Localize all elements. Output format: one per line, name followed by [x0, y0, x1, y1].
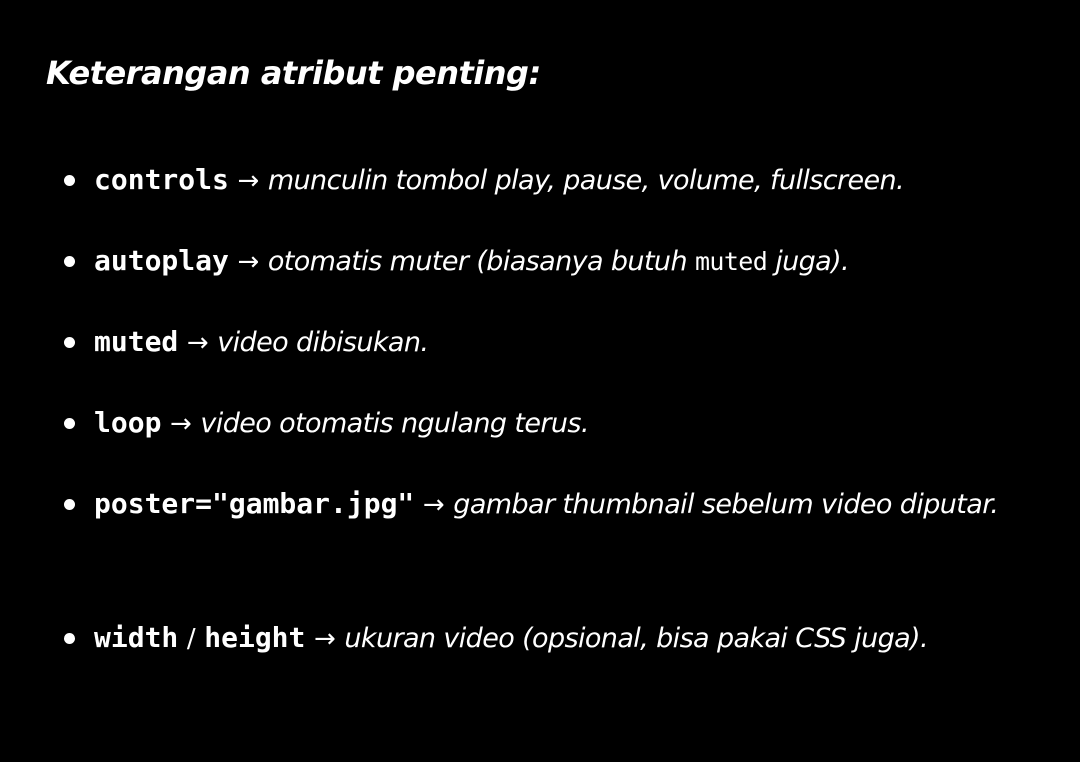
bullet-icon	[64, 337, 75, 348]
arrow-right-icon: →	[237, 166, 260, 196]
attribute-description: munculin tombol play, pause, volume, ful…	[267, 165, 905, 196]
bullet-icon	[64, 256, 75, 267]
list-item-width-height: width / height → ukuran video (opsional,…	[64, 611, 1014, 666]
bullet-icon	[64, 499, 75, 510]
attribute-code: width	[94, 621, 179, 654]
attribute-description: video dibisukan.	[217, 327, 429, 358]
separator: /	[186, 624, 196, 654]
attribute-code: height	[204, 621, 306, 654]
attribute-description: gambar thumbnail sebelum video diputar.	[453, 489, 999, 520]
bullet-icon	[64, 418, 75, 429]
attribute-description: video otomatis ngulang terus.	[200, 408, 589, 439]
inline-code: muted	[694, 247, 768, 276]
attribute-code: muted	[94, 325, 179, 358]
description-text: juga).	[767, 246, 850, 277]
list-item-loop: loop → video otomatis ngulang terus.	[64, 396, 1014, 451]
bullet-icon	[64, 633, 75, 644]
attribute-code: loop	[94, 406, 162, 439]
arrow-right-icon: →	[170, 409, 192, 439]
arrow-right-icon: →	[422, 490, 445, 520]
arrow-right-icon: →	[314, 624, 336, 654]
attribute-code: controls	[94, 163, 229, 196]
description-text: otomatis muter (biasanya butuh	[267, 246, 695, 277]
attribute-description: otomatis muter (biasanya butuh muted jug…	[267, 246, 850, 277]
attribute-description: ukuran video (opsional, bisa pakai CSS j…	[344, 623, 928, 654]
list-item-autoplay: autoplay → otomatis muter (biasanya butu…	[64, 234, 1014, 289]
attribute-code: autoplay	[94, 244, 229, 277]
heading: Keterangan atribut penting:	[46, 54, 541, 92]
arrow-right-icon: →	[237, 247, 260, 277]
bullet-icon	[64, 175, 75, 186]
attribute-code: poster="gambar.jpg"	[94, 487, 415, 520]
arrow-right-icon: →	[186, 328, 209, 358]
list-item-poster: poster="gambar.jpg" → gambar thumbnail s…	[64, 477, 1014, 532]
list-item-controls: controls → munculin tombol play, pause, …	[64, 153, 1014, 208]
list-item-muted: muted → video dibisukan.	[64, 315, 1014, 370]
